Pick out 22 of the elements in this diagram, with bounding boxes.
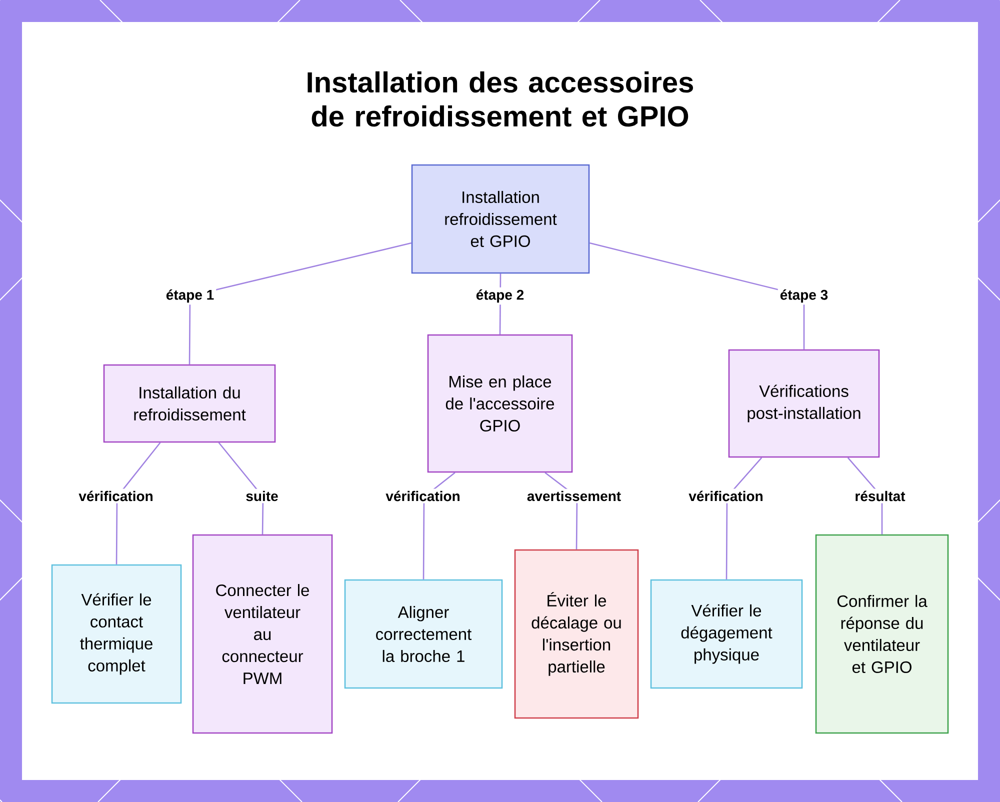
edge-label: vérification — [76, 488, 156, 504]
step-box: Confirmer la réponse du ventilateur et GPIO — [815, 534, 949, 734]
step-box: Installation du refroidissement — [103, 364, 276, 443]
edge-label: étape 3 — [778, 287, 830, 305]
edge-label: suite — [244, 488, 280, 504]
title: Installation des accessoires de refroidissement et GPIO — [308, 71, 693, 127]
step-box: Vérifications post-installation — [728, 349, 880, 458]
connector — [726, 457, 762, 580]
edge-label: étape 2 — [474, 287, 526, 305]
edge-label: avertissement — [524, 488, 624, 504]
connector — [116, 442, 161, 564]
edge-label: vérification — [384, 488, 462, 504]
edge-label: vérification — [686, 488, 766, 504]
step-box: Mise en place de l'accessoire GPIO — [427, 334, 573, 473]
step-box: Aligner correctement la broche 1 — [344, 579, 503, 689]
root-box: Installation refroidissement et GPIO — [411, 164, 590, 274]
step-box: Connecter le ventilateur au connecteur PWM — [192, 534, 333, 734]
step-box: Vérifier le dégagement physique — [650, 579, 803, 689]
step-box: Vérifier le contact thermique complet — [51, 564, 182, 704]
edge-label: étape 1 — [164, 287, 216, 305]
edge-label: résultat — [852, 488, 908, 504]
step-box: Éviter le décalage ou l'insertion partielle — [514, 549, 639, 719]
